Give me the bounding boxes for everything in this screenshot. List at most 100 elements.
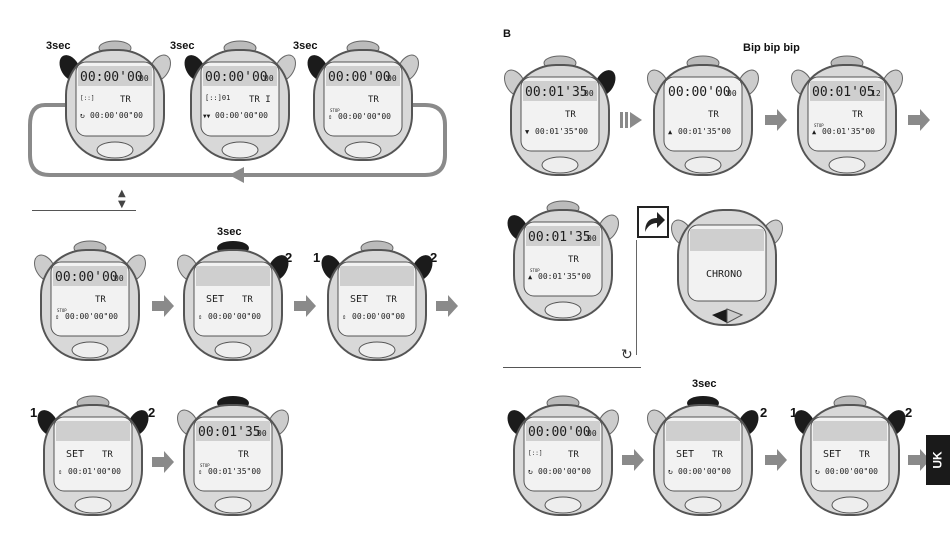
svg-text:00:01'35"00: 00:01'35"00 (678, 127, 731, 136)
watch-b2: 00:00'00 00 TR ▲ 00:01'35"00 (647, 55, 759, 195)
svg-text:⇕: ⇕ (58, 468, 62, 476)
svg-text:00: 00 (727, 89, 737, 98)
svg-text:TR: TR (95, 295, 106, 305)
watch-chrono: CHRONO (671, 205, 783, 345)
watch-3: 00:00'00 00 TR STOP ⇕ 00:00'00"00 (307, 40, 419, 180)
svg-text:SET: SET (676, 449, 694, 460)
divider-right (503, 367, 641, 368)
svg-text:00:00'00: 00:00'00 (528, 425, 591, 440)
watch-4: 00:00'00 00 TR STOP ⇕ 00:00'00"00 (34, 240, 146, 380)
watch-b7: SET TR ↻ 00:00'00"00 (794, 395, 906, 535)
reset-icon: ↻ (621, 347, 633, 363)
arrow-right-icon (152, 451, 174, 473)
svg-text:00:01'05: 00:01'05 (812, 85, 875, 100)
svg-text:00: 00 (264, 74, 274, 83)
svg-text:⇕: ⇕ (328, 113, 332, 121)
svg-text:00:00'00: 00:00'00 (668, 85, 731, 100)
arrow-right-icon (908, 109, 930, 131)
arrow-right-icon (765, 109, 787, 131)
svg-text:[::]: [::] (528, 450, 542, 457)
svg-text:▼: ▼ (525, 128, 530, 136)
svg-text:00:01'00"00: 00:01'00"00 (68, 467, 121, 476)
svg-text:00: 00 (114, 274, 124, 283)
svg-text:STOP: STOP (200, 463, 210, 468)
svg-text:00: 00 (587, 429, 597, 438)
svg-text:12: 12 (871, 89, 881, 98)
svg-text:⇕: ⇕ (198, 313, 202, 321)
svg-text:STOP: STOP (330, 108, 340, 113)
svg-text:00:01'35"00: 00:01'35"00 (822, 127, 875, 136)
button-label-2: 2 (285, 250, 293, 265)
button-label-2d: 2 (760, 405, 768, 420)
watch-6: SET TR ⇕ 00:00'00"00 (321, 240, 433, 380)
svg-text:CHRONO: CHRONO (706, 269, 742, 280)
svg-text:⇕: ⇕ (55, 313, 59, 321)
svg-text:SET: SET (206, 294, 224, 305)
svg-text:TR: TR (852, 110, 863, 120)
watch-b1: 00:01'35 00 TR ▼ 00:01'35"00 (504, 55, 616, 195)
svg-text:00:01'35: 00:01'35 (528, 230, 591, 245)
svg-text:TR: TR (708, 110, 719, 120)
svg-text:00:01'35"00: 00:01'35"00 (208, 467, 261, 476)
svg-text:TR: TR (859, 450, 870, 460)
sec-label-5: 3sec (692, 378, 717, 390)
sec-label-2: 3sec (170, 40, 195, 52)
svg-text:TR: TR (712, 450, 723, 460)
arrow-right-icon (152, 295, 174, 317)
button-label-2b: 2 (430, 250, 438, 265)
svg-text:↻: ↻ (815, 467, 820, 476)
watch-b4: 00:01'35 00 TR STOP ▲ 00:01'35"00 (507, 200, 619, 340)
svg-text:00:00'00"00: 00:00'00"00 (65, 312, 118, 321)
svg-text:00:01'35: 00:01'35 (198, 425, 261, 440)
sec-label-4: 3sec (217, 226, 242, 238)
svg-text:TR: TR (568, 255, 579, 265)
svg-text:00:00'00"00: 00:00'00"00 (215, 111, 268, 120)
svg-text:TR: TR (120, 95, 131, 105)
svg-text:TR: TR (568, 450, 579, 460)
svg-text:⇕: ⇕ (198, 468, 202, 476)
button-label-1: 1 (313, 250, 321, 265)
svg-text:00:01'35"00: 00:01'35"00 (538, 272, 591, 281)
button-label-1b: 1 (30, 405, 38, 420)
svg-text:↻: ↻ (528, 467, 533, 476)
svg-text:▼▼: ▼▼ (203, 113, 211, 120)
svg-text:▲: ▲ (528, 273, 533, 281)
svg-text:↻: ↻ (668, 467, 673, 476)
section-b-label: B (503, 28, 511, 40)
svg-text:SET: SET (823, 449, 841, 460)
arrow-right-icon (765, 449, 787, 471)
svg-text:00: 00 (257, 429, 267, 438)
arrow-right-icon (622, 449, 644, 471)
svg-text:00:01'35: 00:01'35 (525, 85, 588, 100)
svg-text:00:00'00"00: 00:00'00"00 (338, 112, 391, 121)
bip-label: Bip bip bip (743, 42, 800, 54)
watch-2: 00:00'00 00 [::]01 TR I ▼▼ 00:00'00"00 (184, 40, 296, 180)
svg-text:TR I: TR I (249, 95, 271, 105)
divider-vertical (636, 240, 637, 355)
arrow-right-icon (908, 449, 930, 471)
svg-text:STOP: STOP (814, 123, 824, 128)
sec-label-1: 3sec (46, 40, 71, 52)
watch-b6: SET TR ↻ 00:00'00"00 (647, 395, 759, 535)
pause-arrow-icon (620, 112, 642, 128)
watch-5: SET TR ⇕ 00:00'00"00 (177, 240, 289, 380)
svg-text:▲: ▲ (812, 128, 817, 136)
svg-text:TR: TR (102, 450, 113, 460)
button-label-1c: 1 (790, 405, 798, 420)
button-label-2c: 2 (148, 405, 156, 420)
svg-text:SET: SET (350, 294, 368, 305)
button-label-2e: 2 (905, 405, 913, 420)
svg-text:00:01'35"00: 00:01'35"00 (535, 127, 588, 136)
divider-left (32, 210, 136, 211)
svg-text:TR: TR (242, 295, 253, 305)
svg-text:00:00'00: 00:00'00 (205, 70, 268, 85)
svg-text:00:00'00"00: 00:00'00"00 (90, 111, 143, 120)
svg-text:00:00'00"00: 00:00'00"00 (825, 467, 878, 476)
svg-text:TR: TR (238, 450, 249, 460)
loop-arrow (28, 103, 447, 183)
sec-label-3: 3sec (293, 40, 318, 52)
svg-text:00:00'00"00: 00:00'00"00 (352, 312, 405, 321)
arrow-right-icon (436, 295, 458, 317)
svg-text:[::]: [::] (80, 95, 94, 102)
svg-text:00:00'00"00: 00:00'00"00 (208, 312, 261, 321)
